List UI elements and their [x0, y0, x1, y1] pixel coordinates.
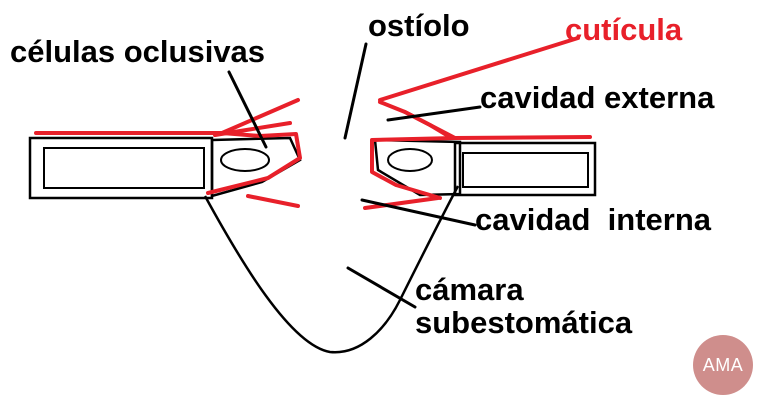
right-epidermal-cell — [453, 141, 597, 197]
right-guard-cell — [373, 138, 462, 197]
author-badge: AMA — [693, 335, 753, 395]
label-cavidad-interna: cavidad interna — [475, 202, 712, 237]
label-cuticula: cutícula — [565, 12, 683, 47]
cuticle-layer — [34, 36, 592, 210]
label-cavidad-externa: cavidad externa — [480, 80, 715, 115]
label-camara: cámara — [415, 272, 524, 307]
left-epidermal-cell — [28, 136, 214, 200]
label-subestomatica: subestomática — [415, 305, 633, 340]
author-badge-text: AMA — [702, 354, 744, 375]
substomatal-chamber-outline — [203, 185, 460, 354]
leader-lines — [227, 42, 482, 309]
label-celulas-oclusivas: células oclusivas — [10, 34, 266, 69]
label-ostiolo: ostíolo — [368, 8, 470, 43]
